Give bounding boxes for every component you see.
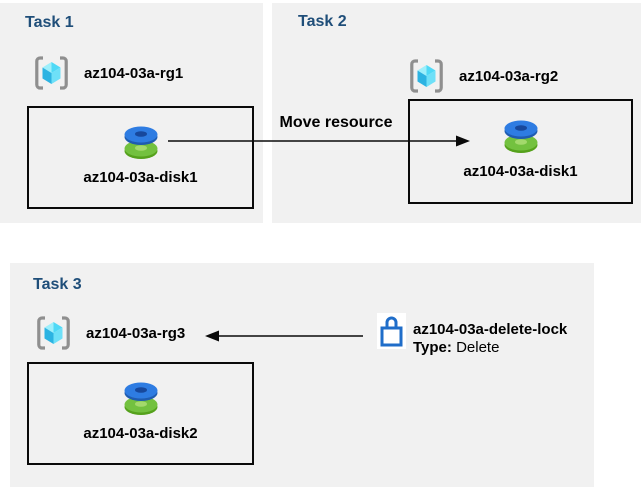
task2-resource-name: az104-03a-disk1 — [463, 162, 578, 180]
task3-resource-name: az104-03a-disk2 — [83, 424, 198, 442]
move-resource-label: Move resource — [279, 114, 393, 131]
task3-resource-group-row: az104-03a-rg3 — [35, 313, 185, 353]
lock-icon — [380, 316, 403, 347]
resource-group-icon — [37, 316, 70, 350]
task2-title: Task 2 — [298, 13, 347, 30]
delete-lock-type-label: Type: — [413, 339, 452, 356]
task1-resource-box: az104-03a-disk1 — [27, 106, 254, 209]
task1-resource-group-row: az104-03a-rg1 — [33, 53, 183, 93]
task3-resource-box: az104-03a-disk2 — [27, 362, 254, 465]
task2-panel: Task 2 az104-03a-rg2 az104-03a-disk1 — [272, 3, 641, 223]
task2-resource-box: az104-03a-disk1 — [408, 99, 633, 204]
delete-lock-type: Type: Delete — [413, 339, 567, 357]
delete-lock-text: az104-03a-delete-lock Type: Delete — [413, 321, 567, 357]
resource-group-icon — [410, 59, 443, 93]
move-resource-arrow — [168, 135, 470, 147]
delete-lock-name: az104-03a-delete-lock — [413, 321, 568, 338]
task2-resource-group-row: az104-03a-rg2 — [408, 56, 558, 96]
task3-panel: Task 3 az104-03a-rg3 az104-03a-disk2 — [10, 263, 594, 487]
task2-resource-group-name: az104-03a-rg2 — [459, 67, 559, 85]
lock-icon-background — [377, 313, 406, 349]
task1-resource-group-name: az104-03a-rg1 — [84, 64, 184, 82]
task1-resource-name: az104-03a-disk1 — [83, 168, 198, 186]
disk-icon — [504, 120, 537, 153]
delete-lock-arrow — [205, 330, 363, 342]
disk-icon — [124, 126, 157, 159]
task3-title: Task 3 — [33, 276, 82, 293]
task1-title: Task 1 — [25, 14, 74, 31]
task3-resource-group-name: az104-03a-rg3 — [86, 324, 186, 342]
delete-lock-type-value: Delete — [456, 339, 500, 356]
resource-group-icon — [35, 56, 68, 90]
task1-panel: Task 1 az104-03a-rg1 az104-03a-disk1 — [0, 3, 263, 223]
disk-icon — [124, 382, 157, 415]
